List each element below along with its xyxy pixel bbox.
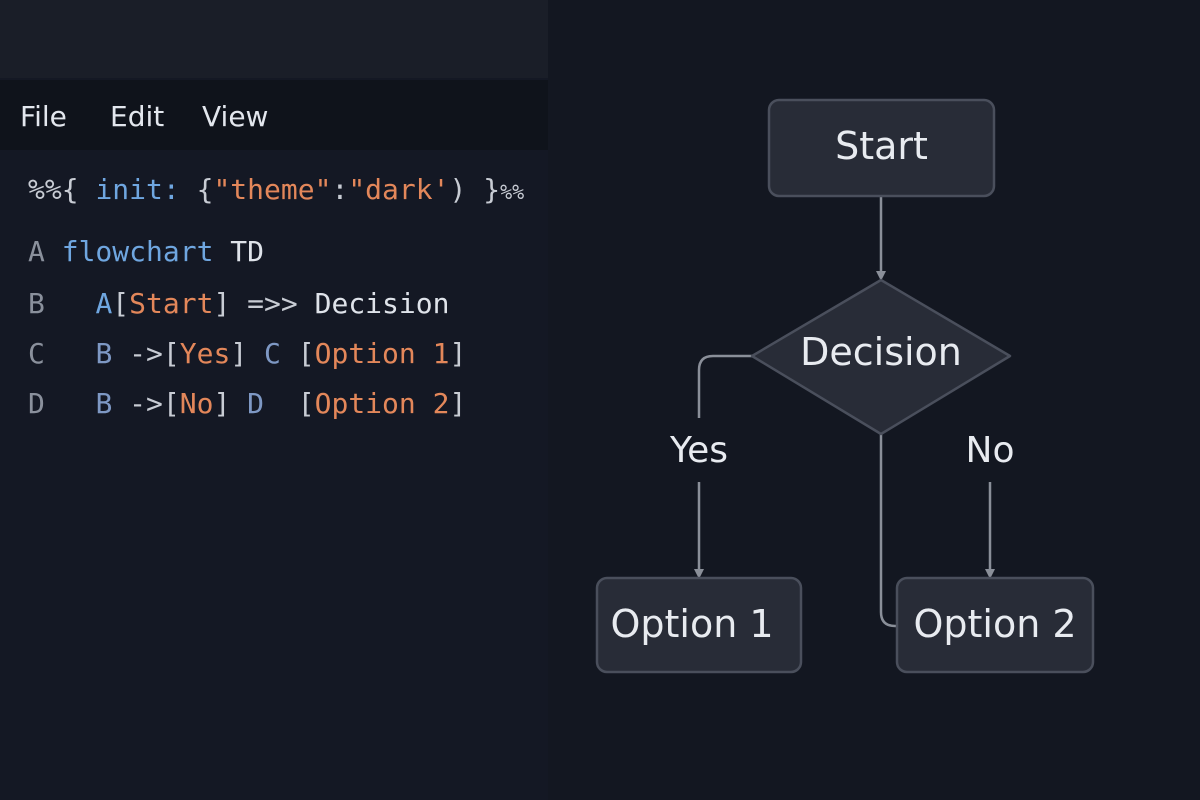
menu-view[interactable]: View [202, 100, 269, 133]
code-token: ] [449, 337, 467, 370]
start-node[interactable] [767, 98, 996, 198]
code-editor-pane[interactable]: File Edit View %%{ init: {"theme":"dark'… [0, 0, 548, 800]
code-token: [ [162, 387, 180, 420]
option2-node[interactable] [895, 576, 1095, 674]
code-token: Start [129, 287, 214, 320]
code-token: -> [129, 337, 163, 370]
code-token: "dark' [348, 173, 450, 206]
line-marker: C [28, 337, 45, 370]
code-token: [ [297, 387, 315, 420]
code-token: [ [162, 337, 180, 370]
code-area[interactable]: %%{ init: {"theme":"dark') }%% A flowcha… [28, 170, 524, 533]
code-token: ] [449, 387, 467, 420]
option1-node[interactable] [595, 576, 803, 674]
code-token: Yes [179, 337, 231, 370]
code-token: TD [213, 235, 265, 268]
code-token: A [95, 287, 113, 320]
line-marker: A [28, 235, 45, 268]
code-token: =>> [247, 287, 315, 320]
menu-edit[interactable]: Edit [110, 100, 165, 133]
code-token: -> [129, 387, 163, 420]
code-token: B [95, 387, 130, 420]
code-token: init: [95, 173, 197, 206]
code-line-init: %%{ init: {"theme":"dark') }%% [28, 170, 524, 210]
code-token: Decision [314, 287, 450, 320]
code-token: D [247, 387, 298, 420]
code-token: No [179, 387, 214, 420]
no-label: No [965, 430, 1015, 471]
code-token: C [264, 337, 298, 370]
start-label: Start [835, 124, 928, 168]
code-line-no: D B ->[No] D [Option 2] [28, 384, 466, 424]
code-token: Option 2 [314, 387, 450, 420]
code-line-start: B A[Start] =>> Decision [28, 284, 449, 324]
menu-bar [0, 80, 548, 150]
decision-node[interactable] [750, 278, 1012, 436]
code-token: [ [112, 287, 130, 320]
code-line-yes: C B ->[Yes] C [Option 1] [28, 334, 466, 374]
code-token: flowchart [61, 235, 214, 268]
flowchart-diagram [595, 98, 1095, 674]
code-token: %%{ [28, 173, 96, 206]
code-token: : [331, 173, 349, 206]
code-token: %% [500, 180, 525, 204]
decision-label: Decision [800, 330, 962, 374]
code-token: "theme" [213, 173, 332, 206]
edge-decision-yes [697, 354, 752, 418]
editor-title-bar [0, 0, 548, 78]
code-token: ) } [449, 173, 501, 206]
edge-decision-option2 [879, 434, 896, 628]
option1-label: Option 1 [610, 602, 774, 646]
diagram-preview-pane: Start Decision Yes No Option 1 Option 2 [548, 0, 1200, 800]
code-token: Option 1 [314, 337, 450, 370]
line-marker: B [28, 287, 45, 320]
code-token: ] [213, 287, 248, 320]
menu-file[interactable]: File [20, 100, 67, 133]
code-token: { [196, 173, 214, 206]
code-token: ] [213, 387, 248, 420]
line-marker: D [28, 387, 45, 420]
code-token: ] [230, 337, 265, 370]
code-line-flowchart: A flowchart TD [28, 232, 264, 272]
option2-label: Option 2 [913, 602, 1077, 646]
yes-label: Yes [669, 430, 729, 471]
code-token: [ [297, 337, 315, 370]
code-token: B [95, 337, 130, 370]
